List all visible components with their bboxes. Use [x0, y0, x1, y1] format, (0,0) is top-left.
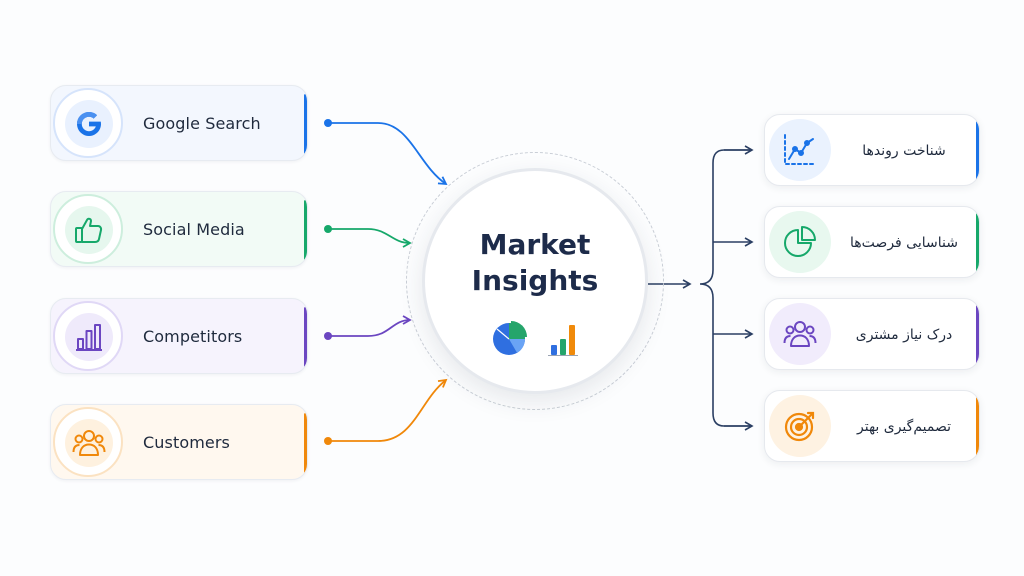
thumbs-up-icon [65, 206, 113, 254]
card-accent-bar [976, 213, 979, 273]
source-label: Social Media [143, 220, 245, 239]
connector-customers [328, 378, 448, 442]
source-label: Google Search [143, 114, 261, 133]
icon-ring [53, 407, 123, 477]
connector-social [328, 228, 412, 248]
hub-title: Market Insights [425, 227, 645, 299]
connector-branch-trunk [699, 149, 752, 427]
connector-dot-competitors [324, 332, 332, 340]
bar-chart-icon [65, 313, 113, 361]
hub-icons [487, 317, 587, 357]
pie-chart-icon [493, 321, 527, 355]
output-card-opportunities: شناسایی فرصت‌ها [764, 206, 980, 278]
hub-circle: Market Insights [422, 168, 648, 394]
card-accent-bar [976, 397, 979, 457]
card-accent-bar [304, 307, 307, 367]
output-card-decisions: تصمیم‌گیری بهتر [764, 390, 980, 462]
source-card-google: Google Search [50, 85, 308, 161]
people-icon [65, 419, 113, 467]
source-card-customers: Customers [50, 404, 308, 480]
card-accent-bar [976, 305, 979, 365]
target-icon [769, 395, 831, 457]
hub-title-line2: Insights [471, 264, 599, 297]
output-label: تصمیم‌گیری بهتر [857, 419, 951, 435]
bar-chart-icon [548, 325, 578, 356]
connector-google [328, 122, 448, 186]
output-card-customer-needs: درک نیاز مشتری [764, 298, 980, 370]
source-card-social: Social Media [50, 191, 308, 267]
card-accent-bar [304, 413, 307, 473]
icon-ring [53, 88, 123, 158]
output-label: درک نیاز مشتری [855, 327, 953, 343]
card-accent-bar [976, 121, 979, 181]
pie-segment-icon [769, 211, 831, 273]
source-label: Customers [143, 433, 230, 452]
hub-dashed-ring [406, 152, 664, 410]
connector-competitors [328, 315, 412, 337]
card-accent-bar [304, 94, 307, 154]
card-accent-bar [304, 200, 307, 260]
output-label: شناسایی فرصت‌ها [850, 235, 958, 251]
source-card-competitors: Competitors [50, 298, 308, 374]
hub-title-line1: Market [479, 228, 591, 261]
connector-dot-customers [324, 437, 332, 445]
connector-dot-google [324, 119, 332, 127]
connector-dot-social [324, 225, 332, 233]
google-g-icon [65, 100, 113, 148]
icon-ring [53, 194, 123, 264]
people-icon [769, 303, 831, 365]
output-card-trends: شناخت روندها [764, 114, 980, 186]
icon-ring [53, 301, 123, 371]
trend-line-icon [769, 119, 831, 181]
source-label: Competitors [143, 327, 243, 346]
output-label: شناخت روندها [862, 143, 946, 159]
